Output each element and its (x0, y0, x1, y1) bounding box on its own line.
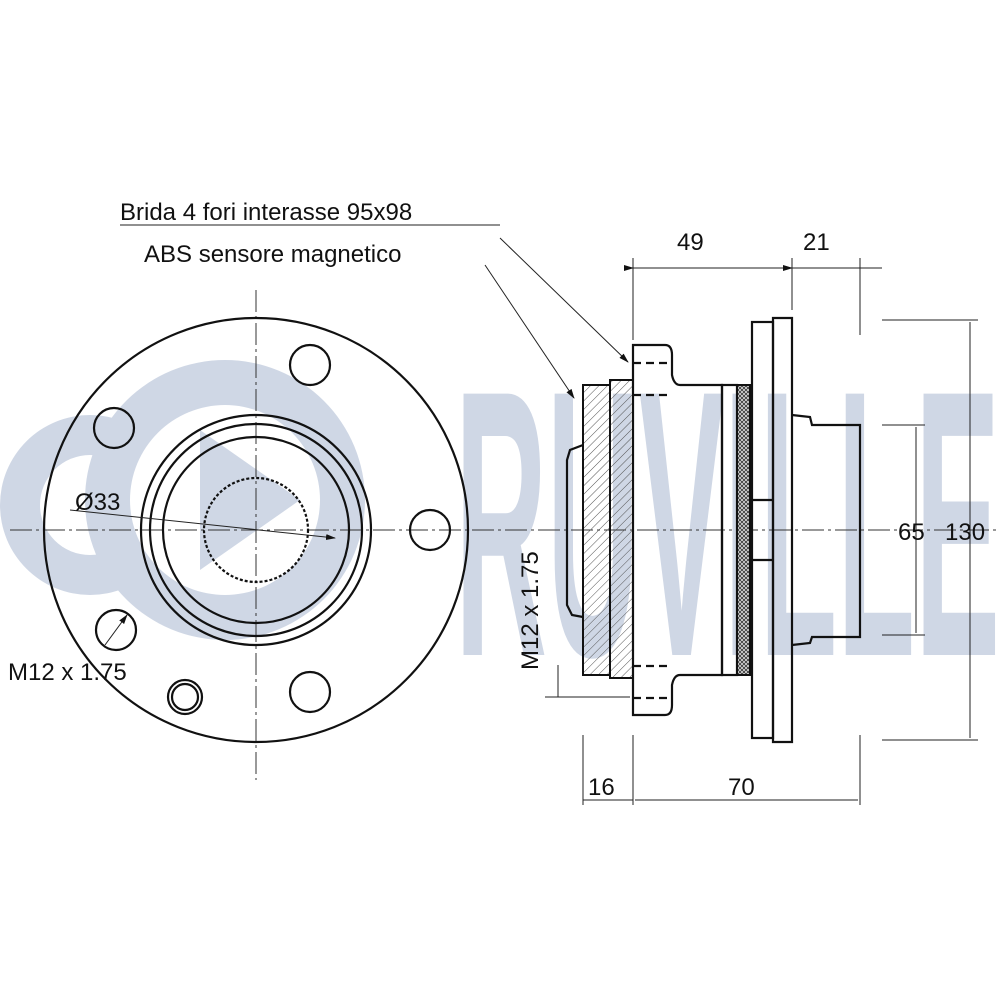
ruville-logo-watermark: RUVILLE (0, 311, 1000, 736)
dim-21: 21 (803, 229, 830, 256)
dimensions (120, 224, 978, 805)
abs-magnetic-ring (736, 384, 751, 676)
pin-hole (166, 678, 204, 716)
dim-49: 49 (677, 229, 704, 256)
spline-bore (202, 476, 310, 584)
thread-side-label: M12 x 1.75 (517, 551, 544, 670)
bolt-hole (288, 670, 332, 714)
side-view (565, 316, 862, 744)
bolt-hole (408, 508, 452, 552)
flange-label: Brida 4 fori interasse 95x98 (120, 199, 412, 226)
thread-front-label: M12 x 1.75 (8, 659, 127, 686)
dim-65: 65 (898, 519, 925, 546)
dim-70: 70 (728, 774, 755, 801)
dim-130: 130 (945, 519, 985, 546)
front-view (42, 316, 470, 744)
abs-sensor-label: ABS sensore magnetico (144, 241, 401, 268)
bolt-hole (92, 406, 136, 450)
threaded-hole (94, 608, 138, 652)
dim-16: 16 (588, 774, 615, 801)
spline-diameter-label: Ø33 (75, 489, 120, 516)
flange-outline (42, 316, 470, 744)
bolt-hole (288, 343, 332, 387)
logo-text: RUVILLE (455, 311, 1000, 736)
